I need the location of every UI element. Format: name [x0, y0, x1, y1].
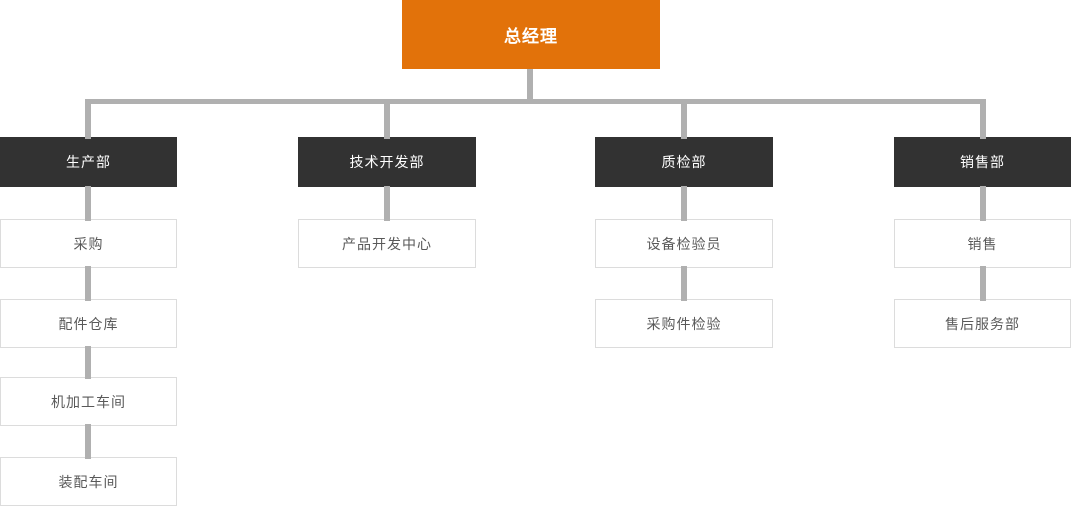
connector-production-2	[85, 266, 91, 301]
connector-root-drop	[527, 69, 533, 104]
connector-quality-1	[681, 186, 687, 221]
node-general-manager: 总经理	[402, 0, 660, 69]
connector-production-3	[85, 346, 91, 379]
connector-drop-sales	[980, 99, 986, 139]
connector-quality-2	[681, 266, 687, 301]
node-machining-workshop: 机加工车间	[0, 377, 177, 426]
node-product-dev-center: 产品开发中心	[298, 219, 476, 268]
node-assembly-workshop: 装配车间	[0, 457, 177, 506]
connector-sales-1	[980, 186, 986, 221]
node-production-dept: 生产部	[0, 137, 177, 187]
node-equipment-inspector: 设备检验员	[595, 219, 773, 268]
connector-horizontal-bar	[85, 99, 986, 104]
connector-sales-2	[980, 266, 986, 301]
node-quality-inspection-dept: 质检部	[595, 137, 773, 187]
connector-production-4	[85, 424, 91, 459]
node-after-sales-service: 售后服务部	[894, 299, 1071, 348]
node-sales: 销售	[894, 219, 1071, 268]
node-purchased-parts-inspection: 采购件检验	[595, 299, 773, 348]
node-tech-development-dept: 技术开发部	[298, 137, 476, 187]
node-parts-warehouse: 配件仓库	[0, 299, 177, 348]
connector-drop-production	[85, 99, 91, 139]
connector-drop-tech	[384, 99, 390, 139]
node-procurement: 采购	[0, 219, 177, 268]
node-sales-dept: 销售部	[894, 137, 1071, 187]
connector-drop-quality	[681, 99, 687, 139]
connector-tech-1	[384, 186, 390, 221]
connector-production-1	[85, 186, 91, 221]
